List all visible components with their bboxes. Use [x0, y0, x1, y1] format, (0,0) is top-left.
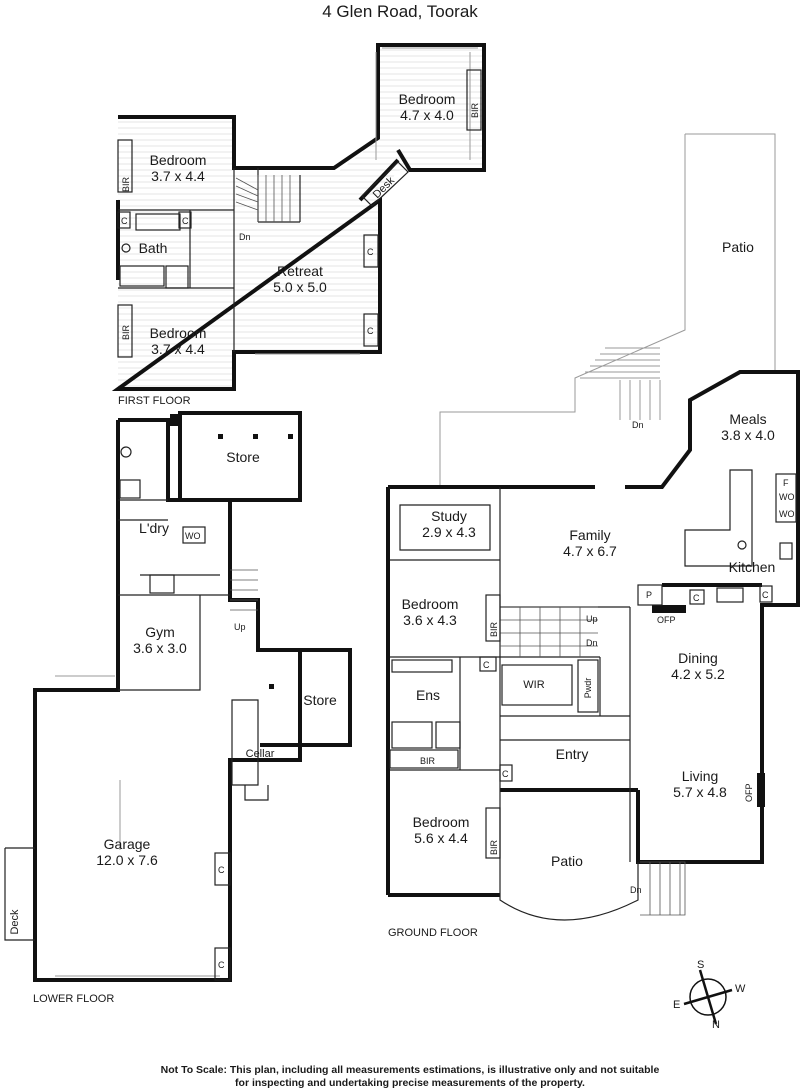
stair-down-label: Dn — [239, 232, 251, 242]
room-name: Bath — [139, 240, 168, 256]
room-dims: 3.7 x 4.4 — [151, 341, 205, 357]
room-name: Kitchen — [729, 559, 776, 575]
fireplace-label: OFP — [744, 783, 754, 802]
bir-label: BIR — [420, 756, 436, 766]
disclaimer-line-1: Not To Scale: This plan, including all m… — [160, 1064, 660, 1076]
room-name: Pwdr — [583, 678, 593, 699]
pantry-label: P — [646, 590, 652, 600]
closet-label: C — [218, 960, 225, 970]
closet-label: C — [762, 590, 769, 600]
compass-e: E — [673, 999, 680, 1011]
room-name: Study — [431, 508, 467, 524]
floor-label-first: FIRST FLOOR — [118, 395, 191, 407]
room-dims: 5.6 x 4.4 — [414, 830, 468, 846]
room-name: Store — [303, 692, 337, 708]
disclaimer-line-2: for inspecting and undertaking precise m… — [235, 1077, 585, 1089]
stair-up-label: Up — [586, 614, 598, 624]
room-name: Retreat — [277, 263, 323, 279]
room-name: Living — [682, 768, 719, 784]
stair-down-label: Dn — [630, 885, 642, 895]
room-name: Meals — [729, 411, 766, 427]
closet-label: C — [218, 865, 225, 875]
room-dims: 4.7 x 4.0 — [400, 107, 454, 123]
disclaimer: Not To Scale: This plan, including all m… — [90, 1064, 730, 1090]
room-dims: 3.6 x 3.0 — [133, 640, 187, 656]
room-dims: 4.7 x 6.7 — [563, 543, 617, 559]
room-name: Family — [569, 527, 610, 543]
room-dims: 3.6 x 4.3 — [403, 612, 457, 628]
closet-label: C — [182, 216, 189, 226]
room-name: Store — [226, 449, 260, 465]
room-name: Garage — [104, 836, 151, 852]
plan-title: 4 Glen Road, Toorak — [322, 2, 478, 21]
bir-label: BIR — [121, 176, 131, 192]
room-dims: 3.8 x 4.0 — [721, 427, 775, 443]
room-name: Cellar — [246, 748, 275, 760]
wall-oven-label: WO — [779, 492, 795, 502]
fireplace-label: OFP — [657, 615, 676, 625]
bir-label: BIR — [121, 324, 131, 340]
compass-n: N — [712, 1019, 720, 1031]
floor-label-lower: LOWER FLOOR — [33, 993, 114, 1005]
closet-label: C — [483, 660, 490, 670]
room-name: Dining — [678, 650, 718, 666]
closet-label: C — [121, 216, 128, 226]
room-name: Bedroom — [150, 325, 207, 341]
bir-label: BIR — [470, 102, 480, 118]
room-name: Patio — [722, 239, 754, 255]
closet-label: C — [367, 247, 374, 257]
patio-meals-area — [386, 133, 800, 897]
closet-label: C — [367, 326, 374, 336]
ground-floor — [389, 487, 800, 921]
room-dims: 12.0 x 7.6 — [96, 852, 158, 868]
stair-up-label: Up — [234, 622, 246, 632]
floor-label-ground: GROUND FLOOR — [388, 927, 478, 939]
room-name: L'dry — [139, 520, 169, 536]
room-dims: 2.9 x 4.3 — [422, 524, 476, 540]
compass: S W N E — [673, 959, 746, 1031]
room-dims: 5.7 x 4.8 — [673, 784, 727, 800]
room-name: Bedroom — [402, 596, 459, 612]
bir-label: BIR — [489, 839, 499, 855]
closet-label: C — [502, 769, 509, 779]
wall-oven-label: WO — [779, 509, 795, 519]
room-name: Gym — [145, 624, 175, 640]
first-floor — [111, 43, 486, 391]
wall-oven-label: WO — [185, 531, 201, 541]
compass-s: S — [697, 959, 704, 971]
room-name: WIR — [523, 679, 544, 691]
room-name: Bedroom — [399, 91, 456, 107]
room-name: Bedroom — [413, 814, 470, 830]
room-name: Ens — [416, 687, 440, 703]
room-name: Deck — [9, 909, 21, 935]
room-dims: 3.7 x 4.4 — [151, 168, 205, 184]
bir-label: BIR — [489, 621, 499, 637]
compass-w: W — [735, 983, 746, 995]
stair-down-label: Dn — [586, 638, 598, 648]
fridge-label: F — [783, 478, 789, 488]
room-name: Patio — [551, 853, 583, 869]
room-dims: 5.0 x 5.0 — [273, 279, 327, 295]
room-name: Bedroom — [150, 152, 207, 168]
closet-label: C — [693, 593, 700, 603]
stair-down-label: Dn — [632, 420, 644, 430]
lower-floor — [4, 411, 352, 982]
room-name: Entry — [556, 746, 589, 762]
room-dims: 4.2 x 5.2 — [671, 666, 725, 682]
